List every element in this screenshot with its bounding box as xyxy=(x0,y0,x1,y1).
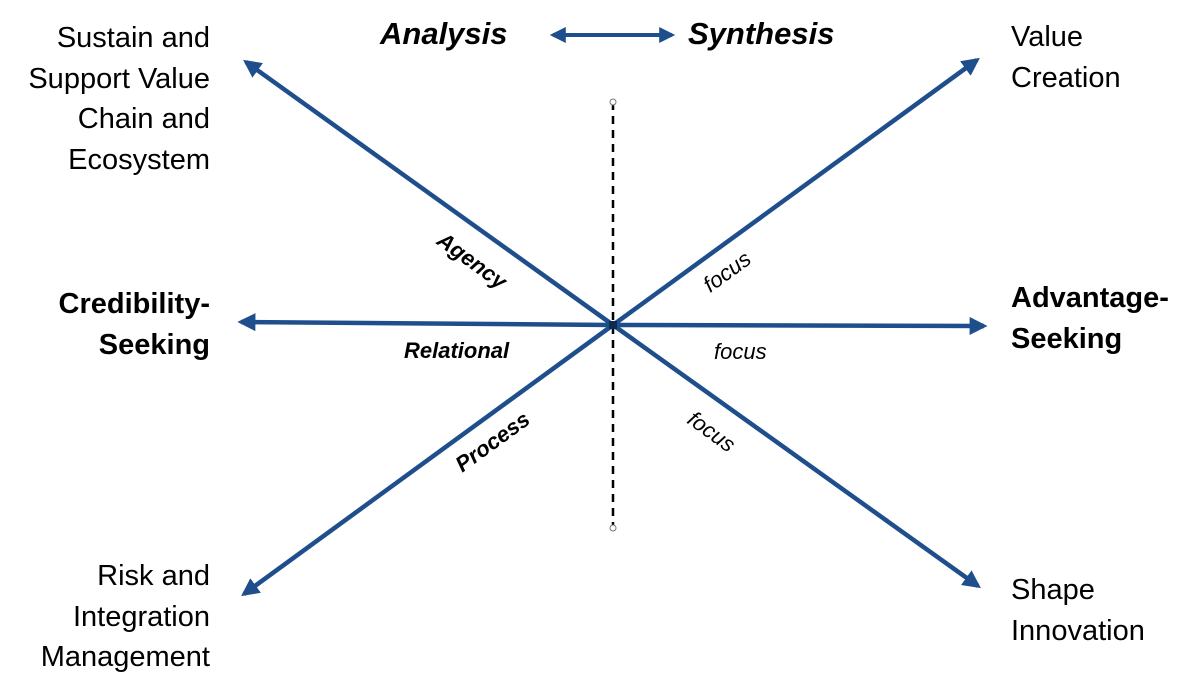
arrow-upper-left xyxy=(243,59,615,327)
analysis-label: Analysis xyxy=(380,16,508,51)
credibility-seeking-label: Credibility- Seeking xyxy=(58,288,210,361)
sustain-support-value-chain-label: Sustain and Support Value Chain and Ecos… xyxy=(28,22,210,176)
arrow-lower-right xyxy=(611,323,981,589)
divider-handle-top xyxy=(609,98,617,106)
divider-handle-bottom xyxy=(609,524,617,532)
center-node xyxy=(609,321,617,329)
arrow-right xyxy=(612,316,988,335)
advantage-seeking-label: Advantage- Seeking xyxy=(1011,282,1169,355)
focus-middle-label: focus xyxy=(714,339,767,364)
arrow-left xyxy=(237,313,614,332)
value-creation-label: Value Creation xyxy=(1011,21,1121,94)
synthesis-label: Synthesis xyxy=(688,16,835,51)
arrow-lower-left xyxy=(241,323,615,597)
shape-innovation-label: Shape Innovation xyxy=(1011,574,1145,647)
arrow-upper-right xyxy=(611,57,980,327)
relational-label: Relational xyxy=(404,338,510,363)
risk-integration-management-label: Risk and Integration Management xyxy=(40,560,210,673)
